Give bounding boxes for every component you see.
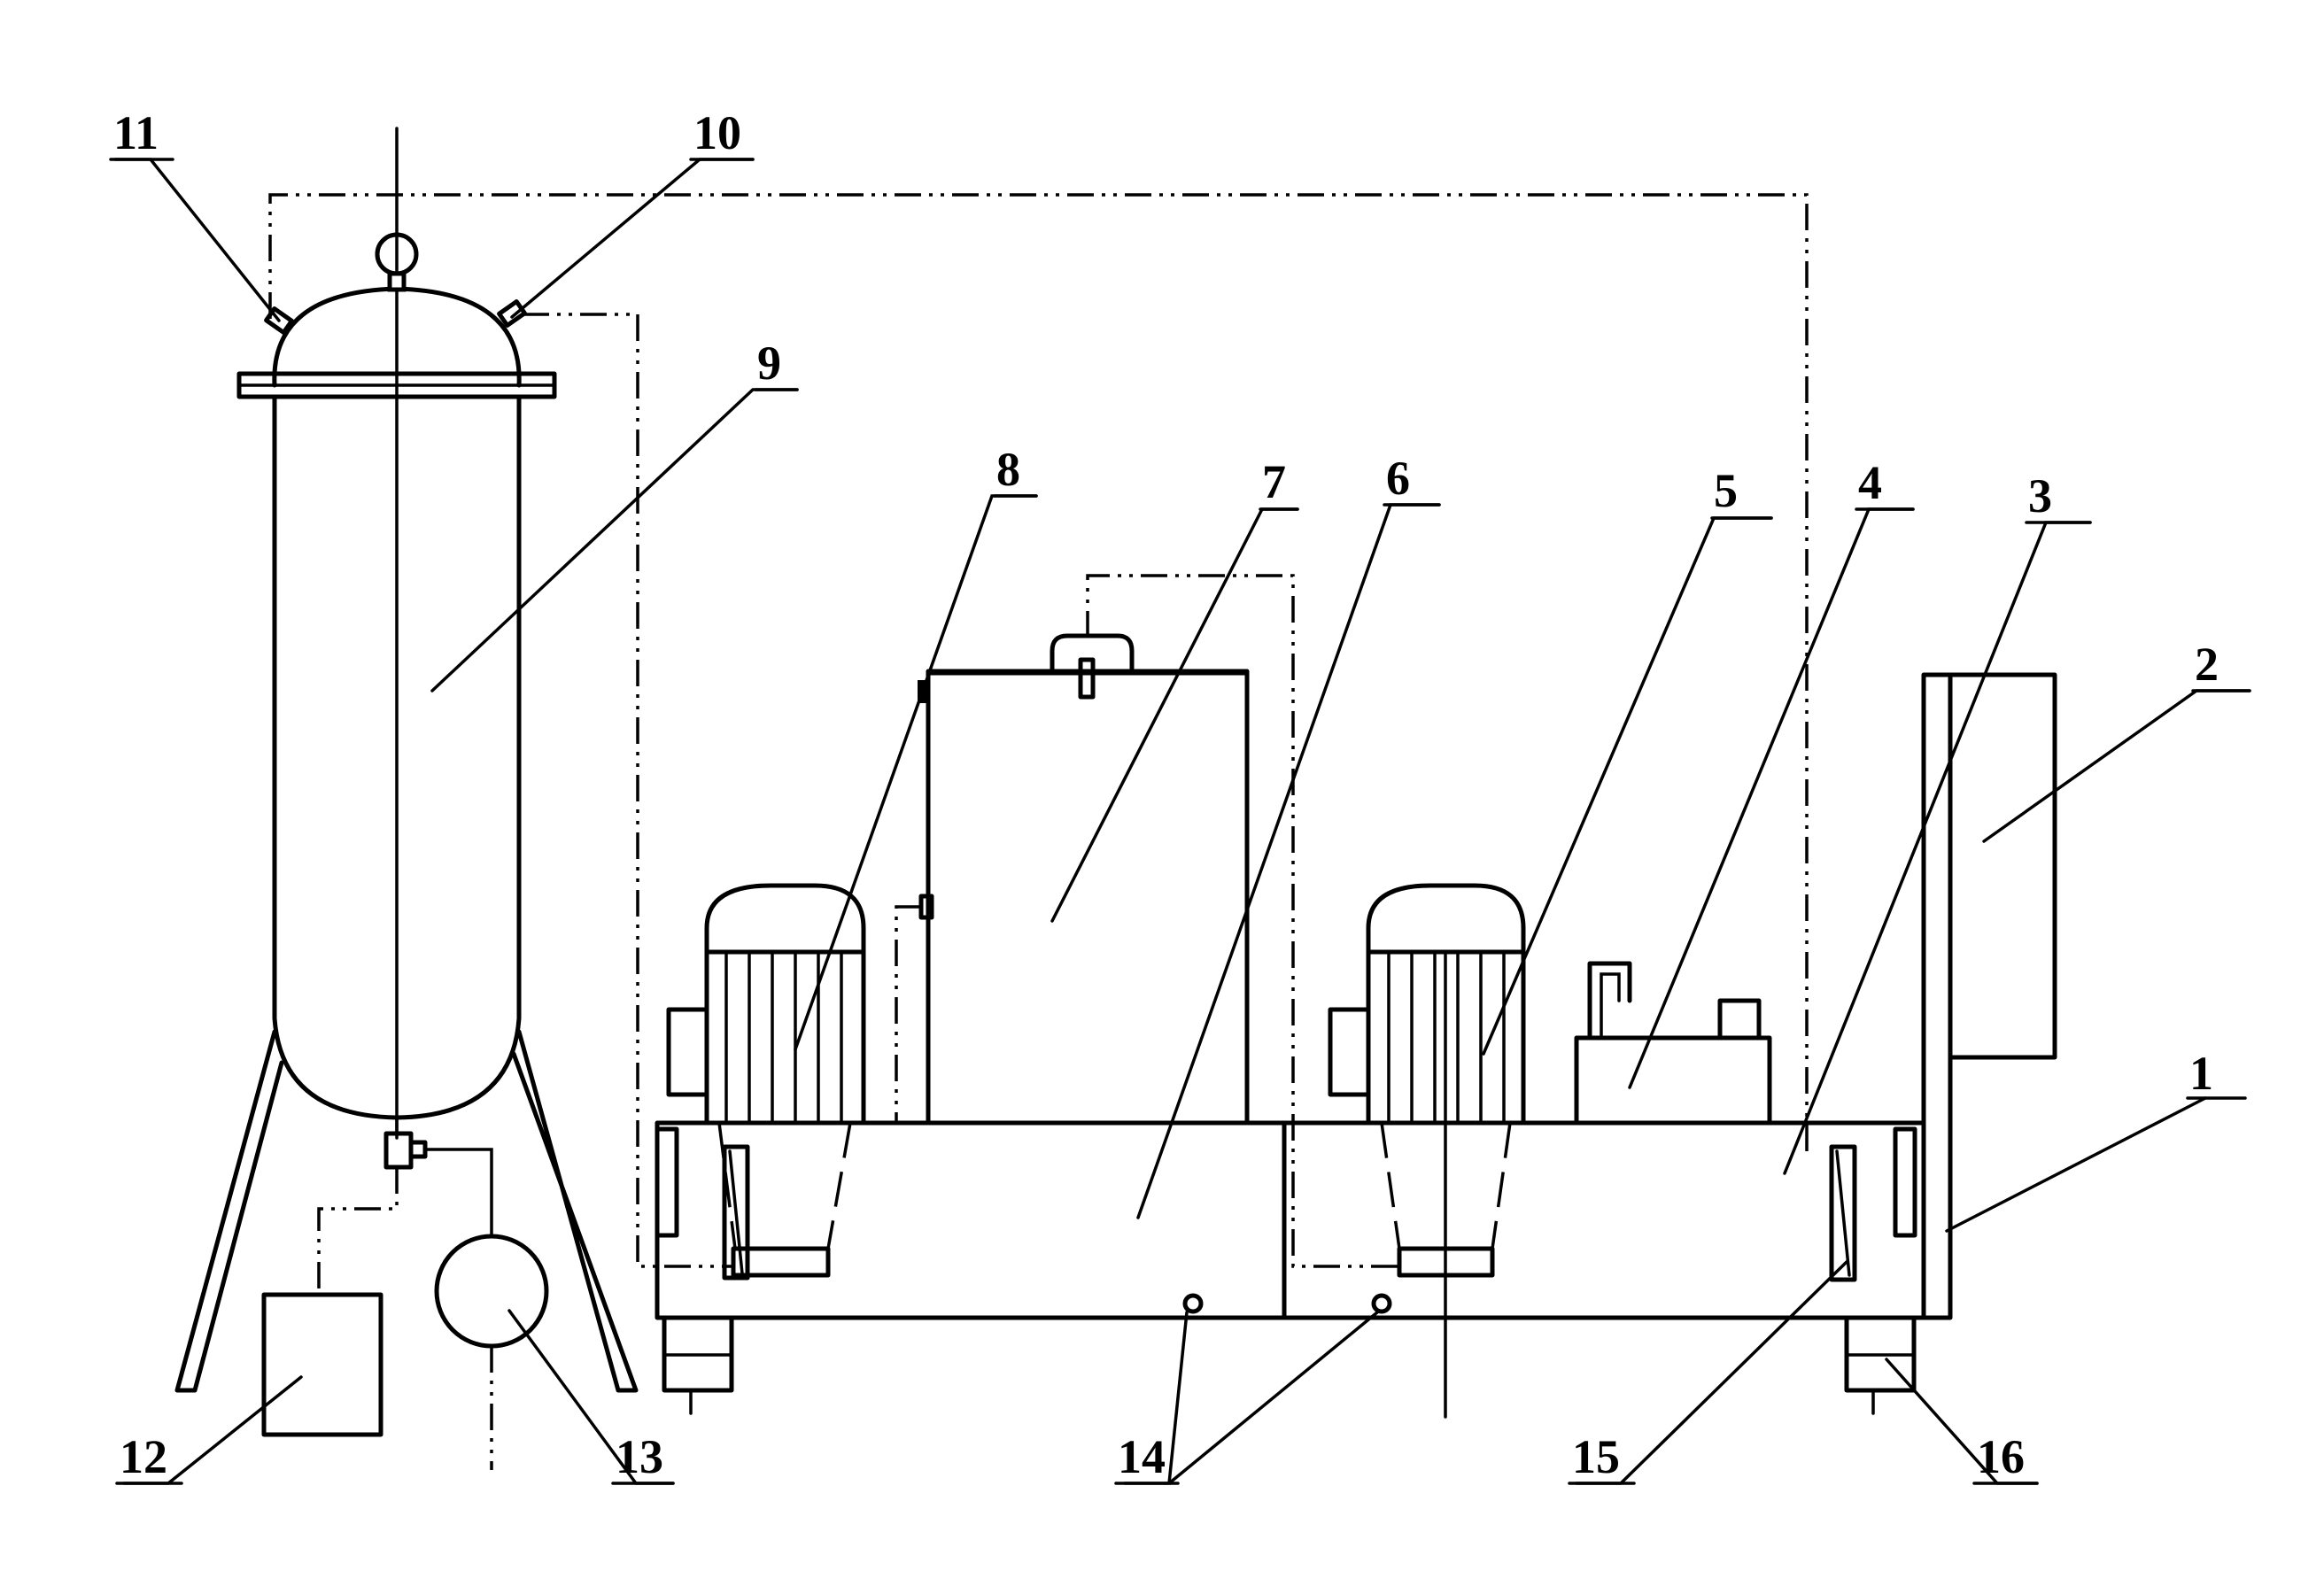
label-2: 2 — [2195, 638, 2219, 691]
main-dashdot-pipeline — [268, 193, 1809, 1151]
label-14: 14 — [1118, 1430, 1166, 1483]
control-panel-2 — [1948, 672, 2057, 1060]
label-8: 8 — [996, 443, 1020, 496]
label-13: 13 — [616, 1430, 663, 1483]
label-12: 12 — [120, 1430, 167, 1483]
label-underlines — [109, 158, 2251, 1485]
label-11: 11 — [113, 106, 159, 159]
label-10: 10 — [693, 106, 741, 159]
valve-10-icon — [497, 299, 527, 328]
flow-indicator-15 — [1829, 1144, 1857, 1282]
drain-plug-right — [1371, 1293, 1392, 1314]
label-3: 3 — [2028, 469, 2052, 522]
label-7: 7 — [1262, 455, 1286, 508]
base-frame — [655, 672, 1953, 1415]
label-15: 15 — [1572, 1430, 1620, 1483]
drain-plug-left — [1182, 1293, 1204, 1314]
label-5: 5 — [1714, 464, 1738, 517]
pump-13 — [423, 1148, 549, 1470]
control-box-12 — [261, 1167, 399, 1437]
outlet-fitting — [383, 1131, 414, 1170]
frame-body — [655, 1120, 1926, 1320]
motor-pump-5 — [1328, 883, 1526, 1419]
label-4: 4 — [1858, 456, 1882, 509]
tank-leg-right — [511, 1029, 639, 1393]
tank-to-pump-line — [523, 313, 733, 1268]
tank-leg-left — [174, 1029, 284, 1393]
label-6: 6 — [1386, 452, 1410, 505]
hydraulic-unit-4 — [1574, 961, 1772, 1126]
callout-labels: 1 2 3 4 5 6 7 8 9 10 11 12 13 14 15 16 — [113, 106, 2219, 1483]
label-16: 16 — [1977, 1430, 2025, 1483]
valve-11-icon — [264, 306, 294, 335]
tank-7 — [895, 574, 1399, 1268]
label-1: 1 — [2189, 1047, 2213, 1100]
label-9: 9 — [757, 337, 781, 390]
motor-pump-8 — [666, 883, 866, 1281]
pressure-tank — [174, 127, 639, 1393]
